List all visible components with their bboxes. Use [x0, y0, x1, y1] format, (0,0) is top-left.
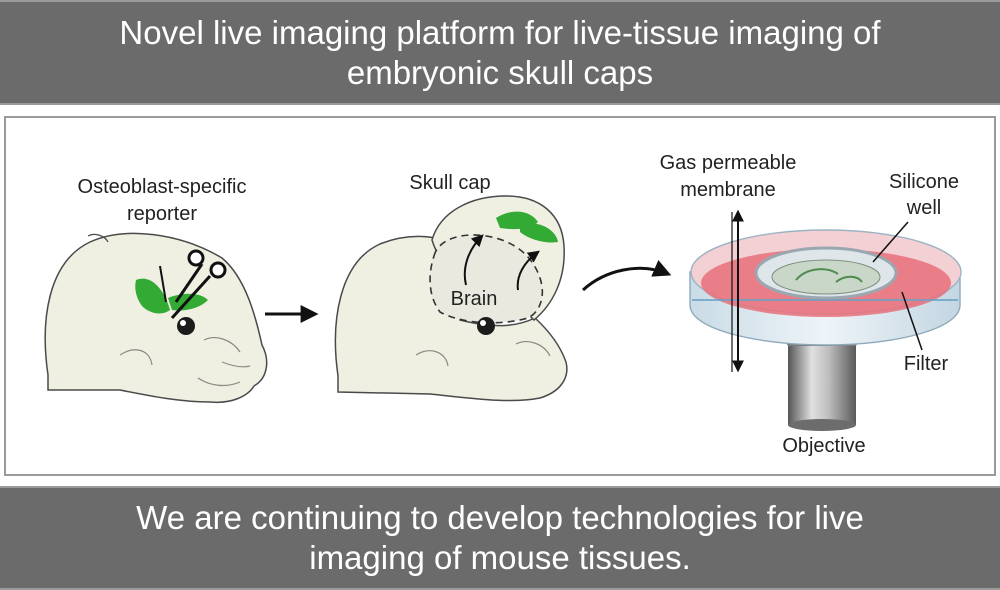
footer-line-2: imaging of mouse tissues. — [309, 539, 691, 576]
head-1-outline — [44, 232, 268, 404]
arrow-2 — [581, 260, 672, 292]
filter-label: Filter — [904, 353, 949, 375]
objective — [788, 340, 856, 425]
reporter-label-line-2: reporter — [127, 203, 197, 225]
eye-2 — [477, 317, 495, 335]
silicone-well-label-line-2: well — [906, 197, 941, 219]
skull-cap-label: Skull cap — [409, 172, 490, 194]
title-line-2: embryonic skull caps — [346, 53, 654, 91]
gas-membrane-label-line-1: Gas permeable — [660, 152, 797, 174]
footer-banner: We are continuing to develop technologie… — [0, 486, 1000, 590]
title-line-1: Novel live imaging platform for live-tis… — [119, 13, 881, 51]
scissors-icon — [170, 249, 227, 320]
brain-label: Brain — [451, 288, 498, 310]
objective-label: Objective — [782, 435, 865, 457]
reporter-patch-left — [135, 278, 170, 314]
gas-membrane-label-line-2: membrane — [680, 179, 776, 201]
footer-line-1: We are continuing to develop technologie… — [136, 499, 864, 536]
eye-1 — [177, 317, 195, 335]
embryo-head-1 — [44, 232, 268, 404]
reporter-label-line-1: Osteoblast-specific — [78, 176, 247, 198]
skull-cap-reporter-2 — [520, 223, 558, 243]
imaging-dish — [689, 229, 962, 431]
title-banner: Novel live imaging platform for live-tis… — [0, 0, 1000, 105]
embryo-head-2 — [334, 195, 568, 402]
silicone-well-label-line-1: Silicone — [889, 171, 959, 193]
